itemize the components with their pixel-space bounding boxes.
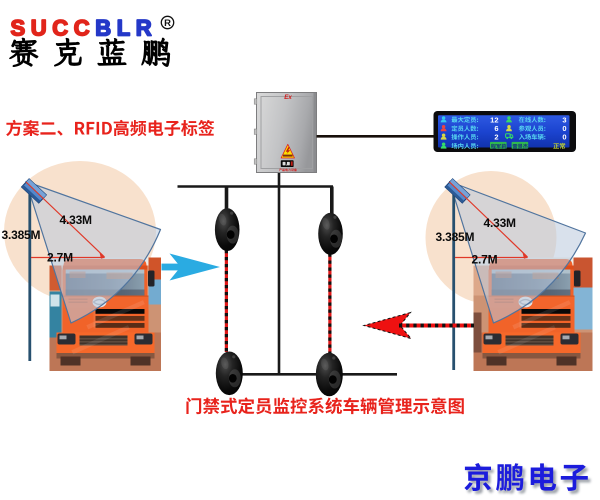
svg-text:2: 2 bbox=[494, 133, 498, 142]
svg-text:4.33M: 4.33M bbox=[484, 216, 517, 230]
svg-text:3: 3 bbox=[562, 115, 566, 124]
svg-text:R: R bbox=[164, 18, 171, 29]
svg-text:4.33M: 4.33M bbox=[60, 213, 93, 227]
svg-text:6: 6 bbox=[494, 124, 498, 133]
svg-text:3.385M: 3.385M bbox=[2, 228, 41, 242]
svg-text:Ex: Ex bbox=[284, 94, 292, 101]
svg-text:2.7M: 2.7M bbox=[472, 253, 498, 267]
svg-text:12: 12 bbox=[490, 115, 498, 124]
svg-text:0: 0 bbox=[562, 133, 566, 142]
svg-text:2.7M: 2.7M bbox=[47, 251, 73, 265]
svg-text:SUCCBLR: SUCCBLR bbox=[11, 16, 158, 41]
svg-text:3.385M: 3.385M bbox=[436, 230, 475, 244]
svg-text:0: 0 bbox=[562, 124, 566, 133]
